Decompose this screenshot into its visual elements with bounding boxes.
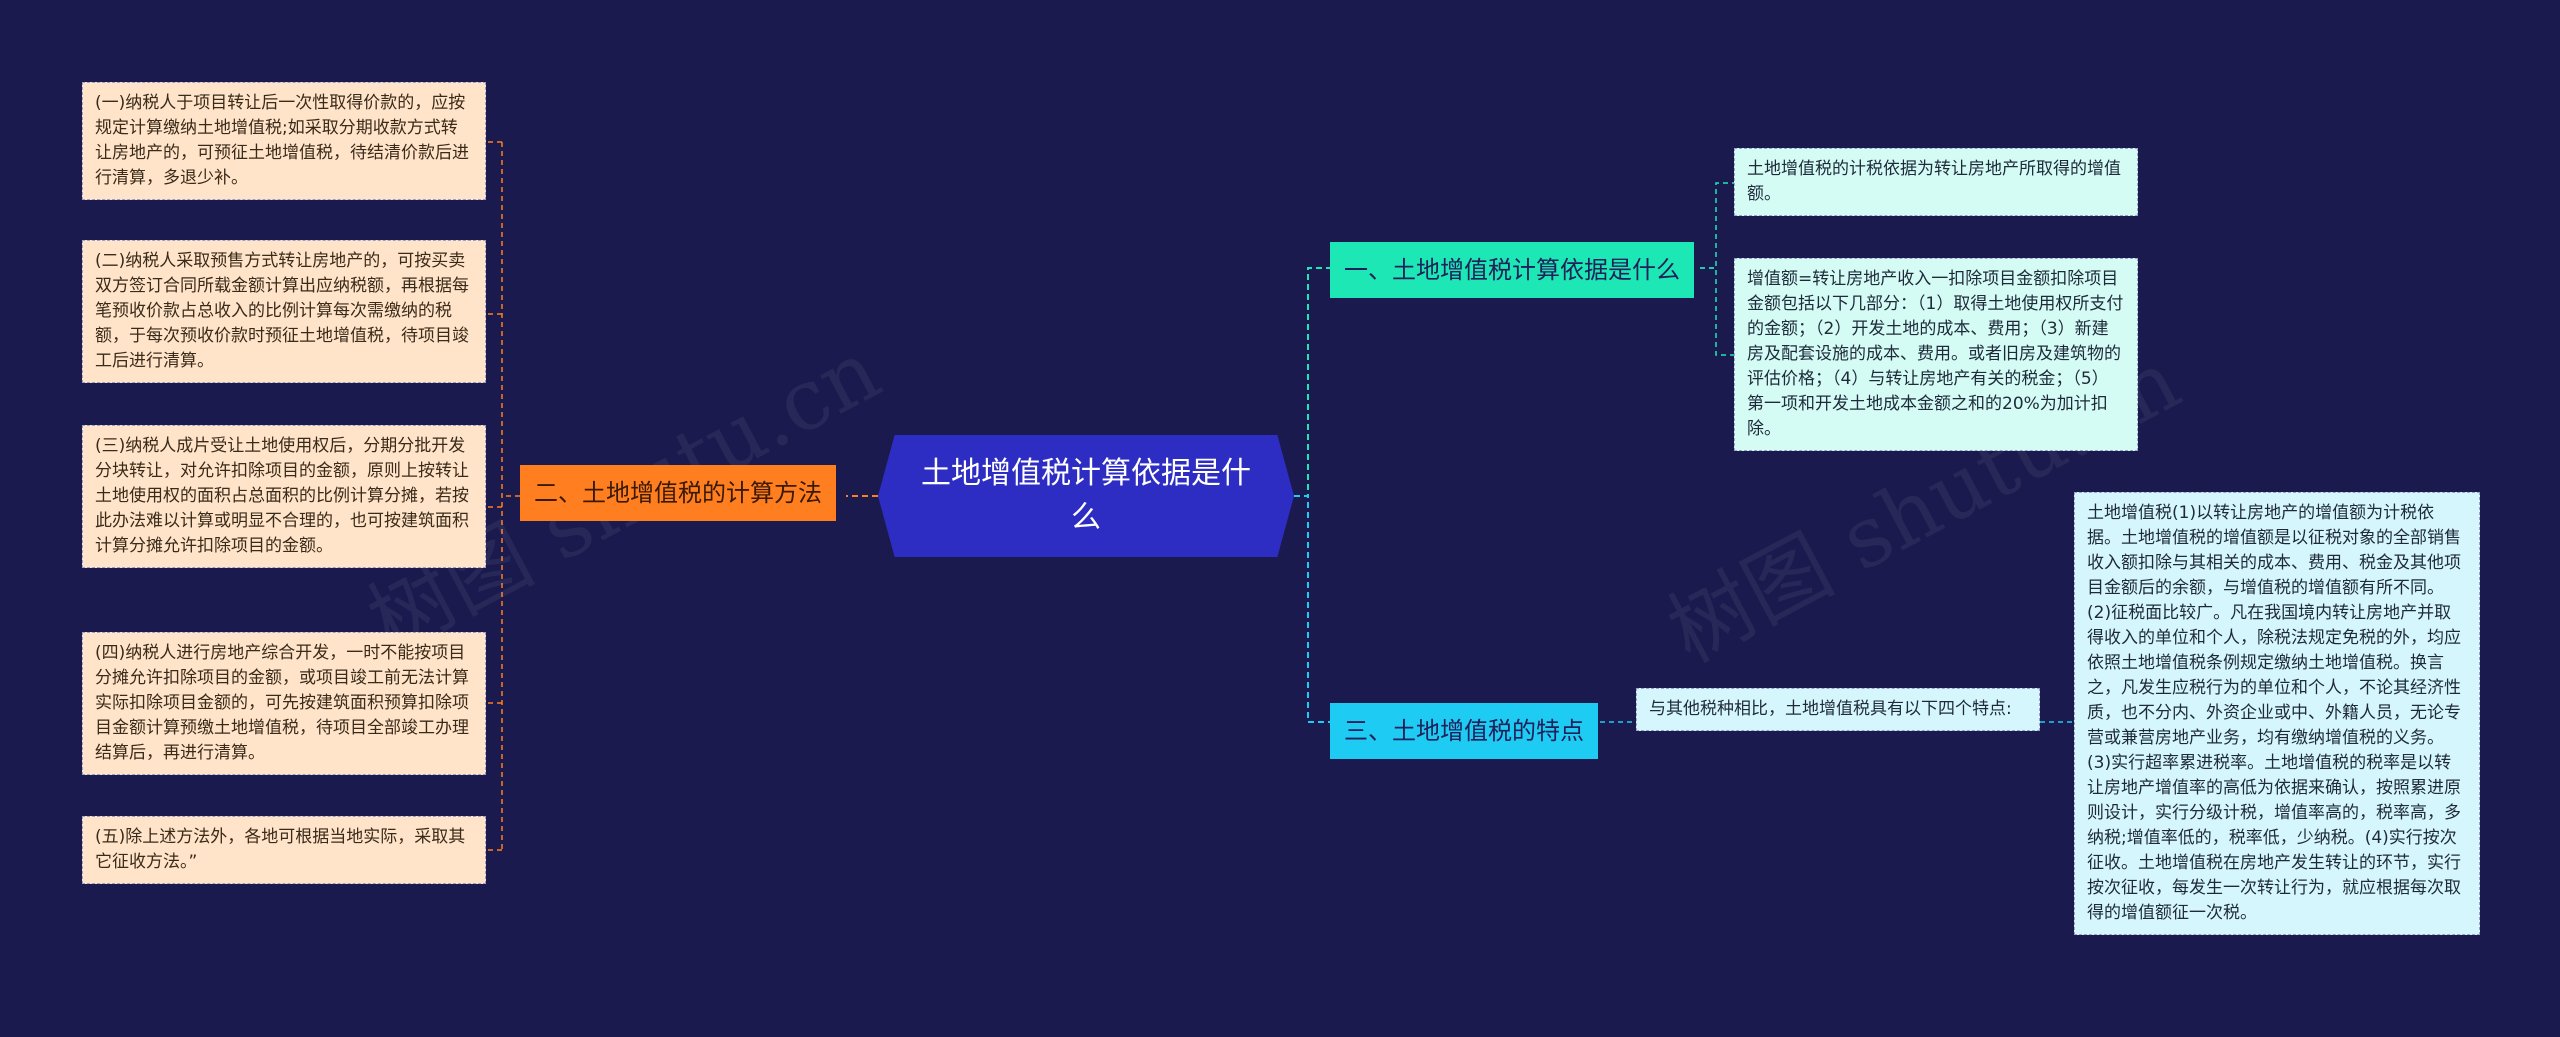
branch-label: 二、土地增值税的计算方法 bbox=[534, 479, 822, 507]
leaf-text: (一)纳税人于项目转让后一次性取得价款的，应按规定计算缴纳土地增值税;如采取分期… bbox=[95, 93, 469, 188]
leaf-text: (五)除上述方法外，各地可根据当地实际，采取其它征收方法。” bbox=[95, 827, 466, 872]
root-label: 土地增值税计算依据是什么 bbox=[921, 456, 1251, 535]
branch-label: 一、土地增值税计算依据是什么 bbox=[1344, 256, 1680, 284]
leaf-text: 增值额=转让房地产收入一扣除项目金额扣除项目金额包括以下几部分：（1）取得土地使… bbox=[1747, 269, 2124, 439]
root-node[interactable]: 土地增值税计算依据是什么 bbox=[878, 435, 1294, 557]
leaf-node-increment-formula[interactable]: 增值额=转让房地产收入一扣除项目金额扣除项目金额包括以下几部分：（1）取得土地使… bbox=[1734, 258, 2138, 451]
connector-branch1-leaf1 bbox=[1700, 182, 1734, 269]
leaf-text: (二)纳税人采取预售方式转让房地产的，可按买卖双方签订合同所载金额计算出应纳税额… bbox=[95, 251, 469, 371]
leaf-node-method-2[interactable]: (二)纳税人采取预售方式转让房地产的，可按买卖双方签订合同所载金额计算出应纳税额… bbox=[82, 240, 486, 383]
leaf-text: (四)纳税人进行房地产综合开发，一时不能按项目分摊允许扣除项目的金额，或项目竣工… bbox=[95, 643, 469, 763]
connector-root-branch1 bbox=[1294, 267, 1330, 497]
branch-label: 三、土地增值税的特点 bbox=[1344, 717, 1584, 745]
branch-node-calculation-basis[interactable]: 一、土地增值税计算依据是什么 bbox=[1330, 242, 1694, 298]
leaf-text: 土地增值税的计税依据为转让房地产所取得的增值额。 bbox=[1747, 159, 2121, 204]
leaf-text: 与其他税种相比，土地增值税具有以下四个特点: bbox=[1649, 699, 2012, 719]
leaf-text: 土地增值税(1)以转让房地产的增值额为计税依据。土地增值税的增值额是以征税对象的… bbox=[2087, 503, 2461, 923]
leaf-node-method-3[interactable]: (三)纳税人成片受让土地使用权后，分期分批开发分块转让，对允许扣除项目的金额，原… bbox=[82, 425, 486, 568]
leaf-node-feature-details[interactable]: 土地增值税(1)以转让房地产的增值额为计税依据。土地增值税的增值额是以征税对象的… bbox=[2074, 492, 2480, 935]
connector-root-branch3 bbox=[1294, 495, 1330, 723]
leaf-text: (三)纳税人成片受让土地使用权后，分期分批开发分块转让，对允许扣除项目的金额，原… bbox=[95, 436, 469, 556]
leaf-node-method-5[interactable]: (五)除上述方法外，各地可根据当地实际，采取其它征收方法。” bbox=[82, 816, 486, 884]
branch-node-characteristics[interactable]: 三、土地增值税的特点 bbox=[1330, 703, 1598, 759]
connector-branch1-leaf2 bbox=[1700, 267, 1734, 356]
leaf-node-four-features[interactable]: 与其他税种相比，土地增值税具有以下四个特点: bbox=[1636, 688, 2040, 731]
branch-node-calculation-method[interactable]: 二、土地增值税的计算方法 bbox=[520, 465, 836, 521]
leaf-node-tax-basis[interactable]: 土地增值税的计税依据为转让房地产所取得的增值额。 bbox=[1734, 148, 2138, 216]
leaf-node-method-1[interactable]: (一)纳税人于项目转让后一次性取得价款的，应按规定计算缴纳土地增值税;如采取分期… bbox=[82, 82, 486, 200]
leaf-node-method-4[interactable]: (四)纳税人进行房地产综合开发，一时不能按项目分摊允许扣除项目的金额，或项目竣工… bbox=[82, 632, 486, 775]
